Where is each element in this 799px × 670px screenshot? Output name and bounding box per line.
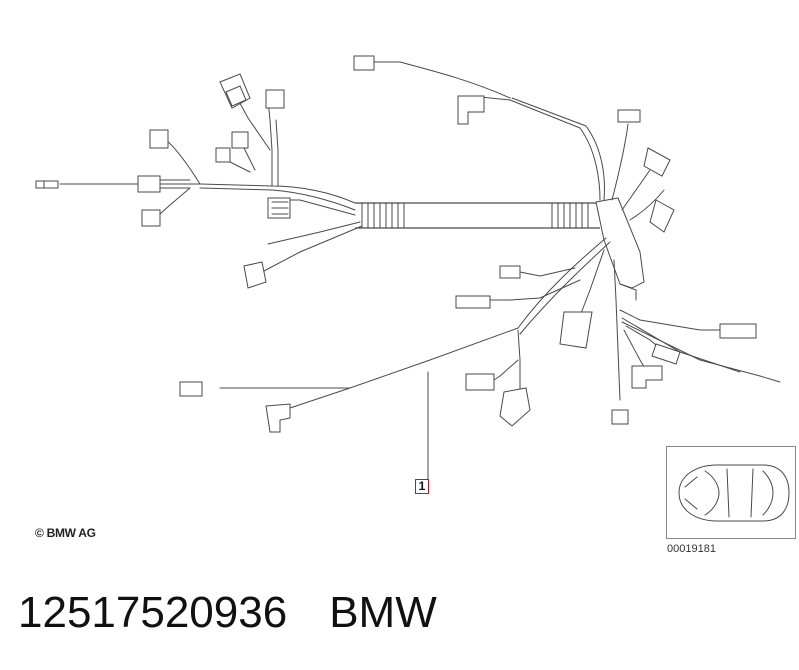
wiring-harness-diagram — [35, 55, 781, 480]
upper-branches — [353, 55, 675, 233]
lower-branches — [179, 237, 781, 433]
copyright-notice: © BMW AG — [35, 526, 96, 540]
harness-trunk — [355, 197, 645, 289]
left-branches — [35, 73, 363, 289]
thumbnail-caption: 00019181 — [667, 543, 716, 555]
footer-title: 12517520936 BMW — [18, 588, 437, 638]
part-number: 12517520936 — [18, 588, 288, 637]
car-top-view-icon — [678, 464, 790, 522]
callout-label[interactable]: 1 — [415, 479, 429, 494]
brand-name: BMW — [329, 588, 437, 637]
vehicle-thumbnail — [666, 446, 796, 539]
